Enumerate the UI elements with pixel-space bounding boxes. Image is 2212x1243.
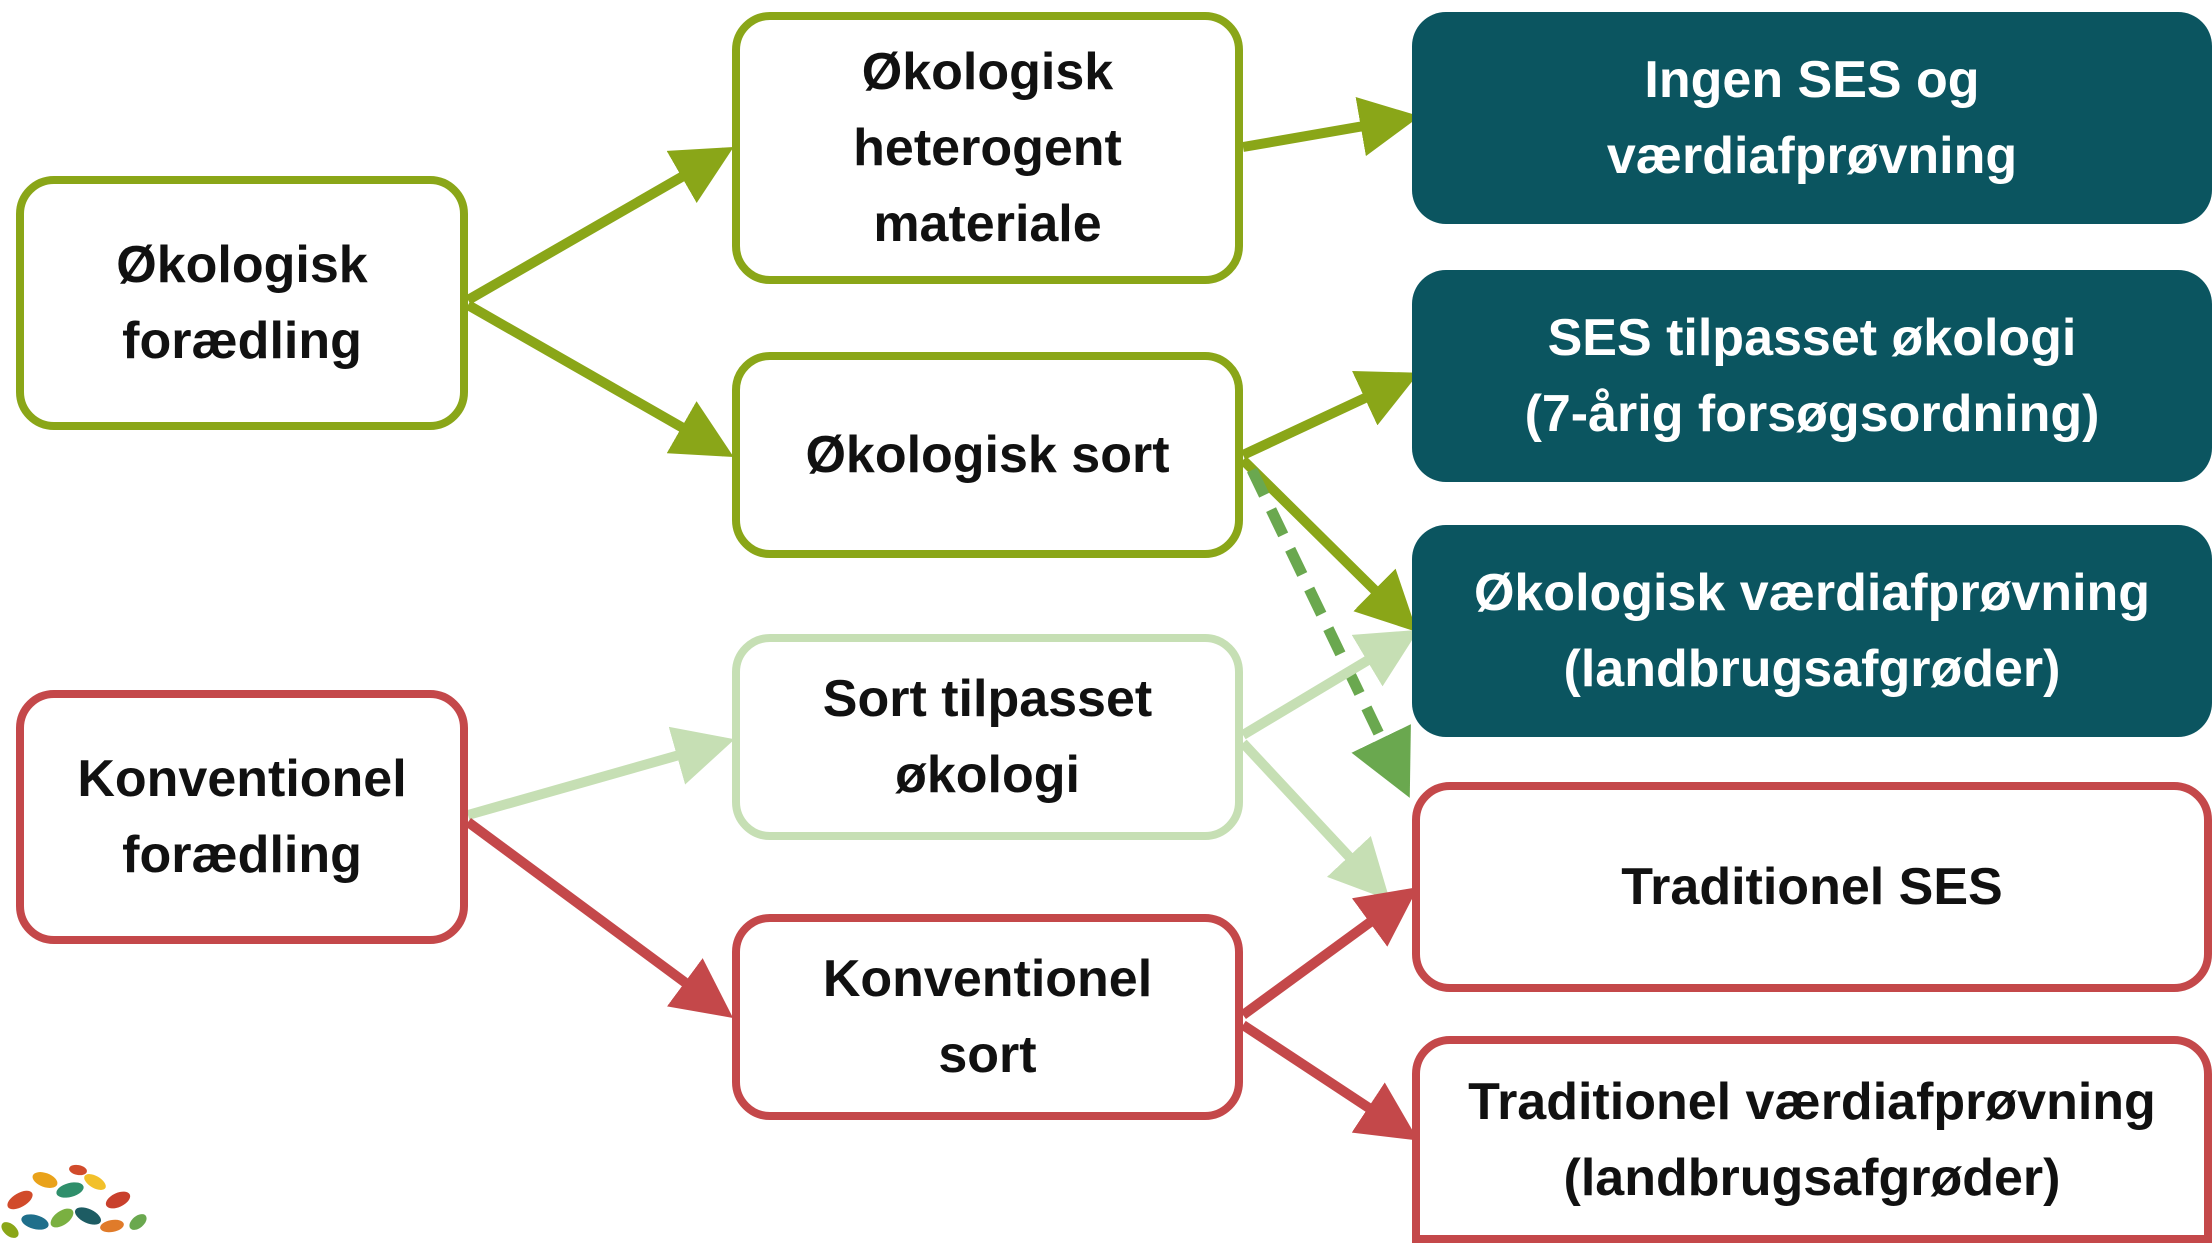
- node-line: forædling: [122, 312, 362, 370]
- node-line: økologi: [895, 746, 1080, 804]
- node-line: forædling: [122, 826, 362, 884]
- node-line: (landbrugsafgrøder): [1563, 640, 2061, 698]
- node-oekologisk-sort: Økologisk sort: [732, 352, 1243, 558]
- node-line: (7-årig forsøgsordning): [1524, 385, 2100, 443]
- node-line: Konventionel: [822, 950, 1153, 1008]
- arrow-oeko-sort-to-oeko-vaerdi: [1239, 456, 1418, 633]
- node-sort-tilpasset-oekologi: Sort tilpasset økologi: [732, 634, 1243, 840]
- node-traditionel-ses: Traditionel SES: [1412, 782, 2212, 992]
- arrow-sort-tilpasset-to-oeko-vaerdi: [1240, 629, 1419, 740]
- arrow-sort-tilpasset-to-trad-ses: [1239, 739, 1390, 901]
- node-line: Økologisk sort: [805, 426, 1170, 484]
- arrow-oeko-sort-to-trad-ses-dashed: [1247, 467, 1411, 798]
- arrow-oeko-sort-to-ses-tilpasset: [1240, 370, 1420, 460]
- node-line: Økologisk: [861, 43, 1114, 101]
- node-ses-tilpasset-oekologi: SES tilpasset økologi (7-årig forsøgsord…: [1412, 270, 2212, 482]
- node-line: Økologisk: [116, 236, 368, 294]
- node-konventionel-sort: Konventionel sort: [732, 914, 1243, 1120]
- node-line: sort: [938, 1026, 1037, 1084]
- node-line: SES tilpasset økologi: [1547, 309, 2077, 367]
- node-konventionel-foraedling: Konventionel forædling: [16, 690, 468, 944]
- node-line: heterogent: [853, 119, 1122, 177]
- node-oekologisk-foraedling: Økologisk forædling: [16, 176, 468, 430]
- node-line: Sort tilpasset: [822, 670, 1153, 728]
- seed-logo-icon: [1, 1164, 147, 1238]
- node-oekologisk-vaerdiafproevning: Økologisk værdiafprøvning (landbrugsafgr…: [1412, 525, 2212, 737]
- node-line: værdiafprøvning: [1606, 127, 2018, 185]
- node-traditionel-vaerdiafproevning: Traditionel værdiafprøvning (landbrugsaf…: [1412, 1036, 2212, 1243]
- arrow-heterogent-to-ingen-ses: [1242, 96, 1420, 157]
- node-line: Ingen SES og: [1644, 51, 1980, 109]
- arrow-oeko-foraedling-to-heterogent: [465, 147, 734, 305]
- node-oekologisk-heterogent-materiale: Økologisk heterogent materiale: [732, 12, 1243, 284]
- node-line: Konventionel: [77, 750, 407, 808]
- node-ingen-ses: Ingen SES og værdiafprøvning: [1412, 12, 2212, 224]
- node-line: materiale: [873, 195, 1102, 253]
- arrow-konv-foraedling-to-sort-tilpasset: [466, 726, 735, 820]
- node-line: (landbrugsafgrøder): [1563, 1148, 2061, 1207]
- node-line: Traditionel værdiafprøvning: [1468, 1072, 2156, 1131]
- node-line: Økologisk værdiafprøvning: [1473, 564, 2151, 622]
- node-line: Traditionel SES: [1621, 858, 2003, 916]
- arrow-konv-sort-to-trad-vaerdi: [1240, 1020, 1419, 1141]
- arrow-konv-foraedling-to-konv-sort: [465, 817, 734, 1018]
- arrow-oeko-foraedling-to-oeko-sort: [465, 300, 734, 457]
- arrow-konv-sort-to-trad-ses: [1240, 887, 1419, 1020]
